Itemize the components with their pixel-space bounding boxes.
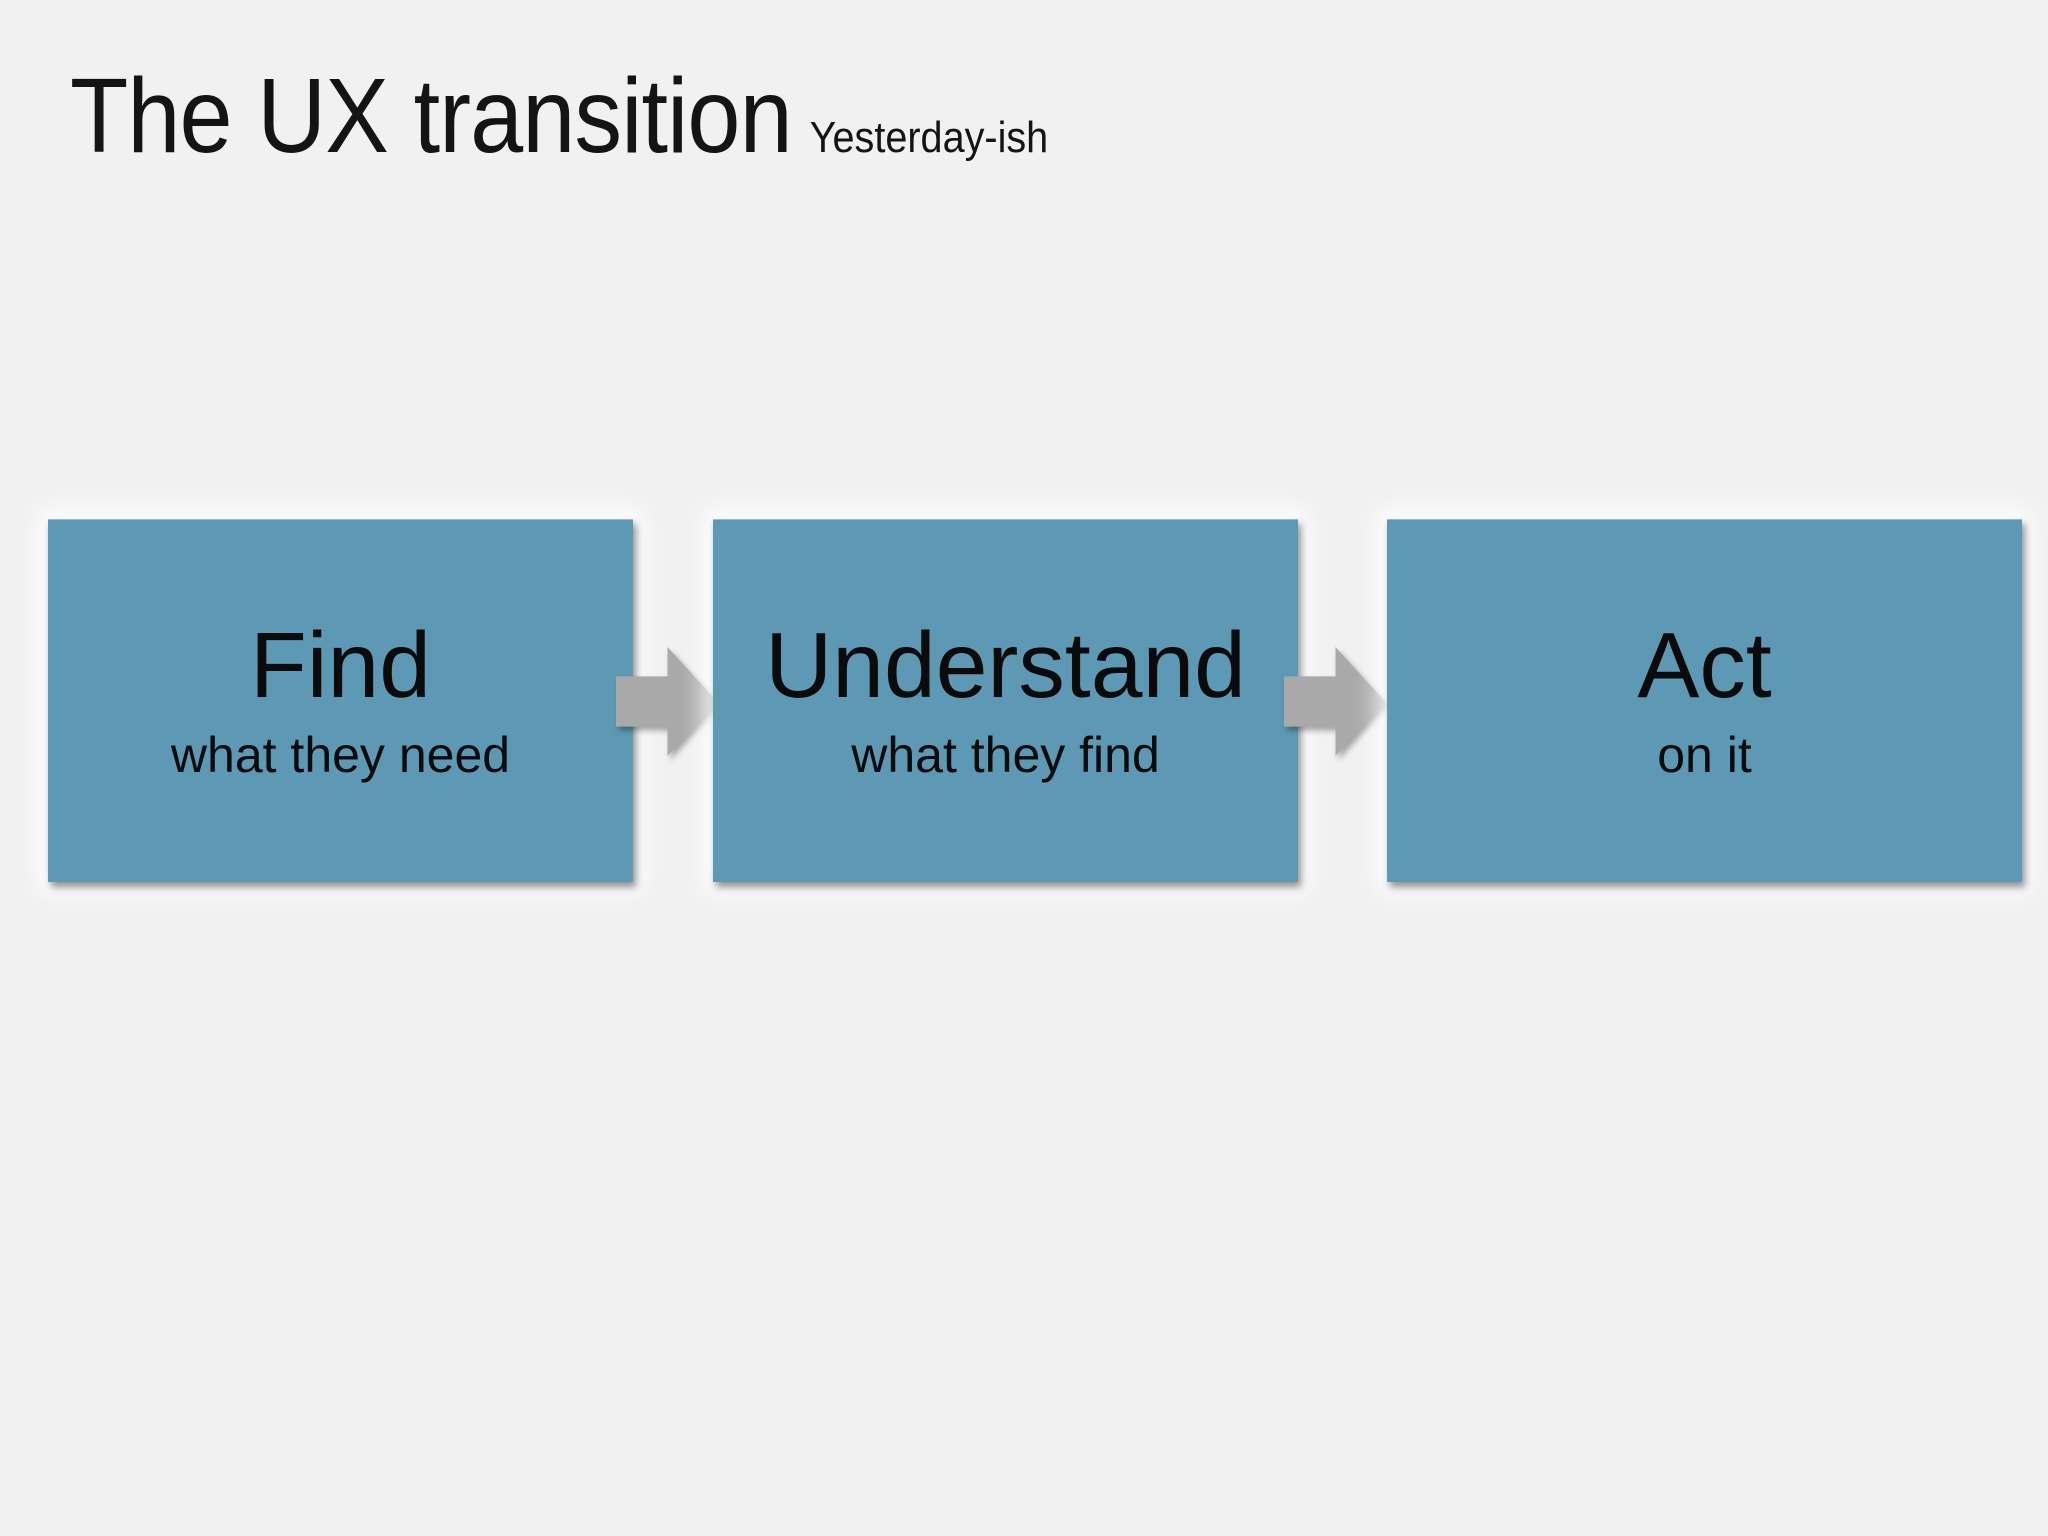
step-sublabel-understand: what they find: [851, 726, 1160, 783]
slide-title-row: The UX transition Yesterday-ish: [70, 56, 1048, 177]
right-arrow-icon: [1284, 647, 1385, 756]
right-arrow-icon: [616, 647, 717, 756]
right-arrow-shape: [1284, 647, 1385, 756]
page-subtitle: Yesterday-ish: [809, 113, 1049, 162]
step-box-find: Find what they need: [48, 519, 633, 882]
step-label-act: Act: [1637, 613, 1772, 718]
step-sublabel-act: on it: [1657, 726, 1752, 783]
step-box-act: Act on it: [1387, 519, 2022, 882]
step-sublabel-find: what they need: [170, 726, 511, 783]
step-box-understand: Understand what they find: [713, 519, 1298, 882]
step-label-understand: Understand: [765, 613, 1246, 718]
step-label-find: Find: [250, 613, 431, 718]
page-title: The UX transition: [70, 57, 793, 175]
right-arrow-shape: [616, 647, 717, 756]
